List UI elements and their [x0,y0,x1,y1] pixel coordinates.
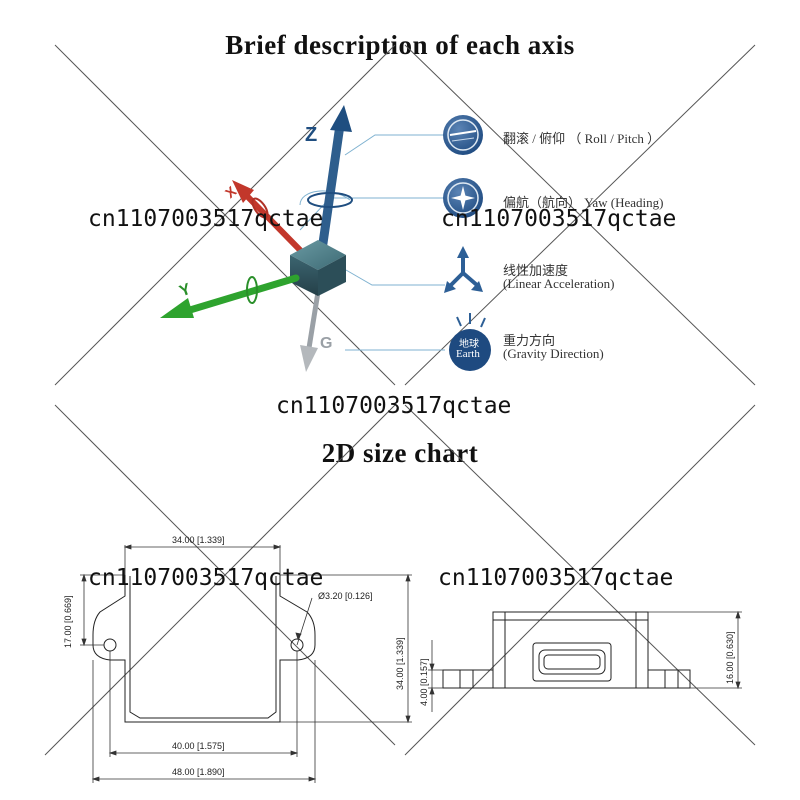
y-rotation-ring [246,276,258,304]
dim-flange-height: 4.00 [0.157] [419,658,429,706]
g-axis-arrow [300,291,321,372]
yaw-compass-icon [443,178,483,218]
x-axis-arrow [232,180,303,253]
linear-acceleration-icon [444,246,483,293]
y-axis-arrow [160,274,300,318]
gravity-cn-label: 重力方向 [503,333,556,348]
gravity-en-label: (Gravity Direction) [503,346,604,361]
linear-acceleration-cn-label: 线性加速度 [503,263,569,278]
watermark-text: cn1107003517qctae [88,206,324,232]
earth-gravity-icon [449,313,491,371]
roll-pitch-label: 翻滚 / 俯仰 （ Roll / Pitch ） [503,131,661,146]
watermark-text: cn1107003517qctae [441,206,677,232]
linear-acceleration-en-label: (Linear Acceleration) [503,276,615,291]
dim-total-width: 48.00 [1.890] [172,767,225,777]
dim-body-height: 34.00 [1.339] [395,637,405,690]
earth-cn-label: 地球 [459,339,479,350]
sensor-cube [290,240,346,296]
dim-hole-diameter: Ø3.20 [0.126] [318,591,373,601]
watermark-text: cn1107003517qctae [88,565,324,591]
dim-hole-spacing: 40.00 [1.575] [172,741,225,751]
g-axis-label: G [320,335,333,352]
dim-ear-height: 17.00 [0.669] [63,595,73,648]
watermark-text: cn1107003517qctae [438,565,674,591]
x-rotation-ring [251,197,269,219]
yaw-heading-label: 偏航（航向） Yaw (Heading) [503,195,664,210]
axis-section-title: Brief description of each axis [225,30,575,60]
z-axis-label: Z [305,124,318,146]
z-rotation-ring [307,192,353,208]
dim-side-height: 16.00 [0.630] [725,631,735,684]
size-chart-title: 2D size chart [321,438,479,468]
z-axis-arrow [317,105,352,255]
dim-top-width: 34.00 [1.339] [172,535,225,545]
watermark-text: cn1107003517qctae [276,393,512,419]
roll-pitch-icon [443,115,483,155]
earth-en-label: Earth [456,348,480,360]
